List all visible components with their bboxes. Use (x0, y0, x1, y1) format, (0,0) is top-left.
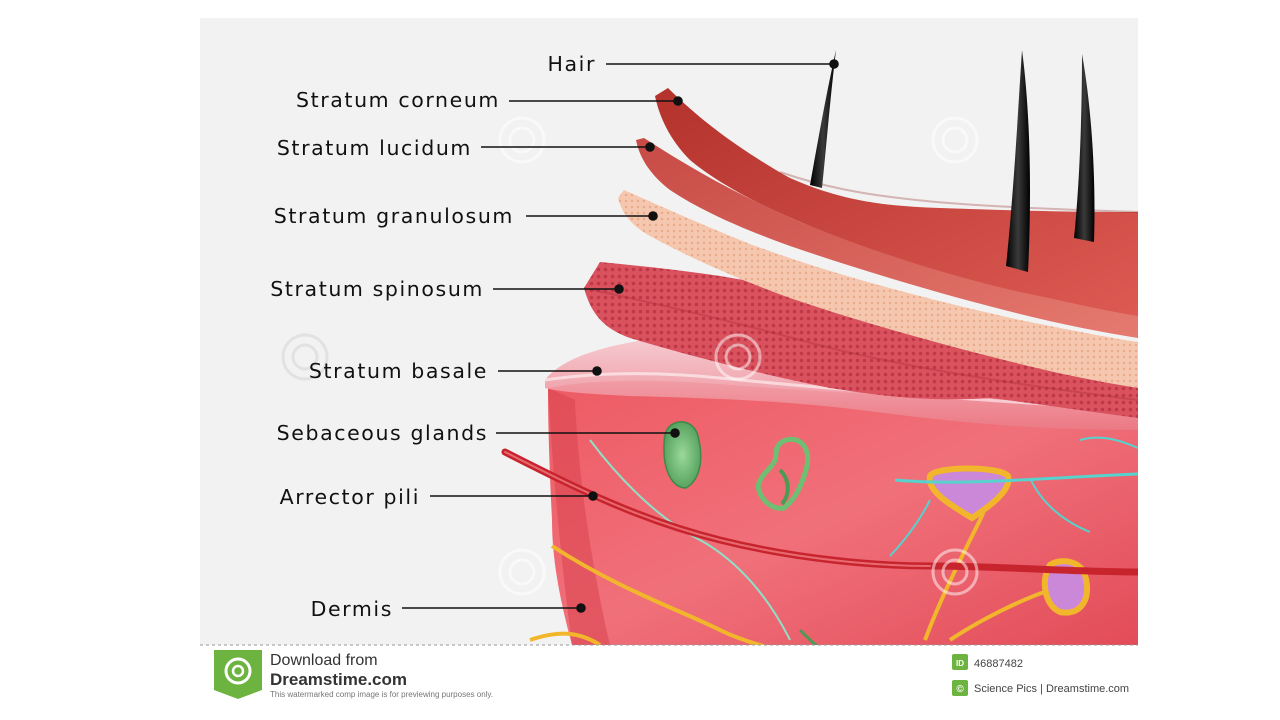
footer-site-link[interactable]: Dreamstime.com (270, 670, 407, 689)
label-stratum-basale: Stratum basale (309, 359, 488, 383)
id-badge-icon (952, 654, 968, 670)
image-credit: Science Pics | Dreamstime.com (974, 683, 1129, 695)
copyright-badge-icon (952, 680, 968, 696)
stratum-spinosum-layer (584, 262, 1138, 418)
hair-shaft-1 (810, 50, 836, 188)
hair-shaft-3 (1074, 54, 1095, 242)
image-id-value: 46887482 (974, 658, 1023, 670)
nerve-fibre-yellow-2 (529, 631, 602, 645)
label-stratum-corneum: Stratum corneum (296, 88, 500, 112)
footer-preview-notice: This watermarked comp image is for previ… (270, 690, 493, 699)
dreamstime-logo (214, 650, 262, 699)
watermark-swirls (281, 116, 979, 596)
leader-lines (402, 59, 839, 613)
stratum-granulosum-layer (618, 190, 1138, 388)
label-hair: Hair (547, 52, 596, 76)
copyright-badge-label: © (956, 684, 964, 695)
label-arrector-pili: Arrector pili (280, 485, 420, 509)
hair-shaft-2 (1006, 50, 1030, 272)
id-badge-label: ID (956, 659, 964, 668)
label-stratum-granulosum: Stratum granulosum (274, 204, 514, 228)
label-stratum-lucidum: Stratum lucidum (277, 136, 472, 160)
label-sebaceous-glands: Sebaceous glands (277, 421, 488, 445)
label-dermis: Dermis (311, 597, 393, 621)
nerve-fibre-cyan (589, 439, 791, 641)
footer-download-from: Download from (270, 652, 378, 669)
nerve-fibre-yellow-1 (550, 544, 767, 645)
sebaceous-gland-2 (755, 436, 810, 511)
label-stratum-spinosum: Stratum spinosum (270, 277, 484, 301)
sebaceous-gland-1 (663, 421, 702, 489)
